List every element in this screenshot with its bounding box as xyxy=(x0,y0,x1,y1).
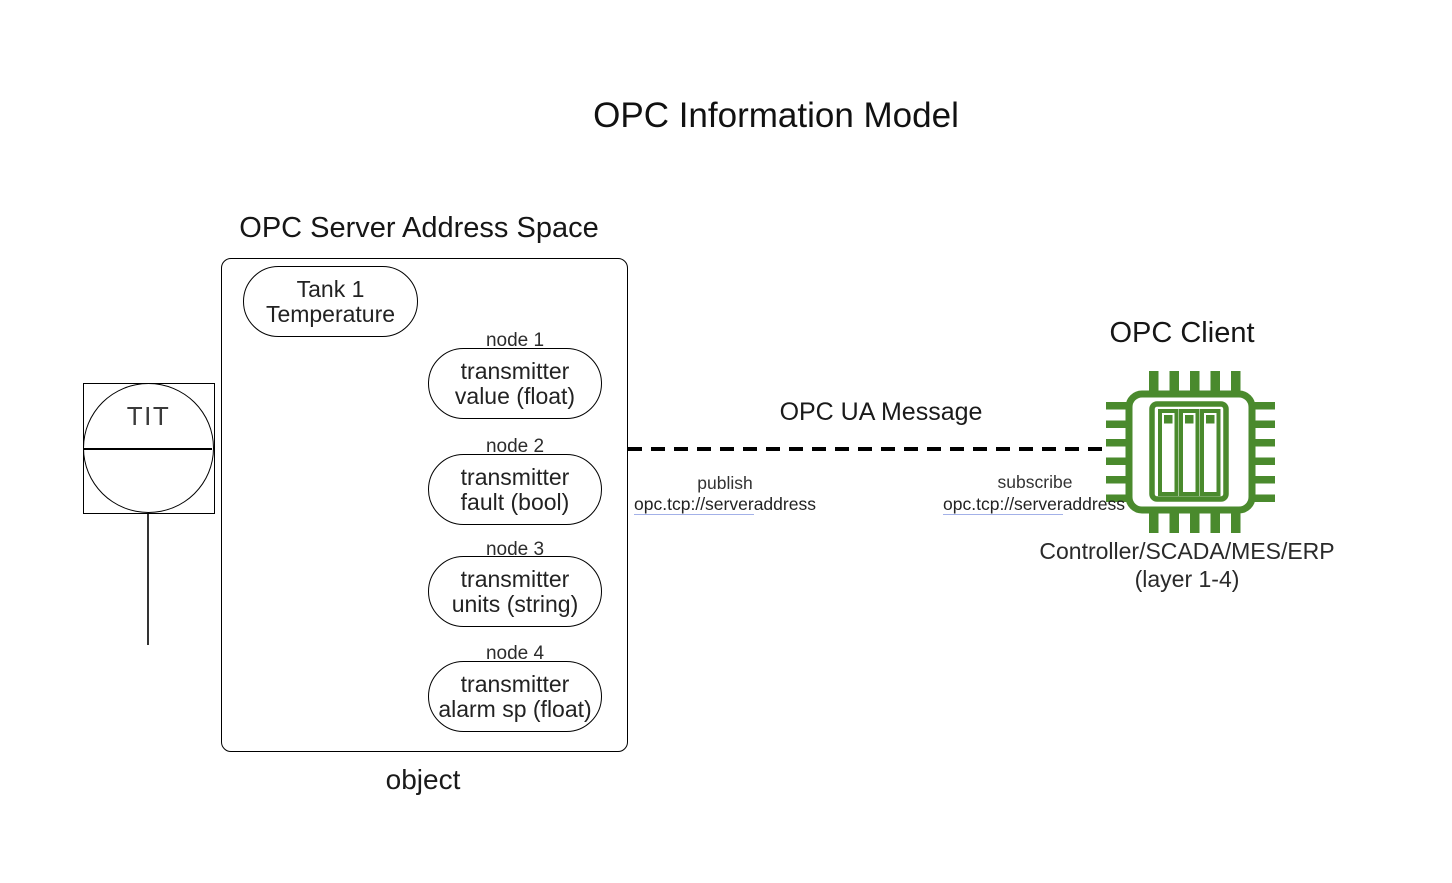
subscribe-url-rest: address xyxy=(1062,494,1125,514)
chip-core-dots xyxy=(1164,415,1215,424)
instrument-symbol: TIT xyxy=(83,383,215,514)
node-2-line2: fault (bool) xyxy=(460,488,570,515)
cpu-chip-icon xyxy=(1106,371,1275,533)
chip-pins xyxy=(1106,371,1275,533)
subscribe-url: opc.tcp://serveraddress xyxy=(934,494,1134,515)
node-3-oval: transmitter units (string) xyxy=(428,556,602,627)
node-3-label: node 3 xyxy=(485,539,545,560)
node-4-oval: transmitter alarm sp (float) xyxy=(428,661,602,732)
tank-temperature-node: Tank 1 Temperature xyxy=(243,266,418,337)
tank-node-line2: Temperature xyxy=(265,300,396,327)
node-4-line1: transmitter xyxy=(460,670,570,697)
node-2-oval: transmitter fault (bool) xyxy=(428,454,602,525)
chip-core-bars xyxy=(1158,409,1221,496)
object-label: object xyxy=(385,764,461,795)
node-2-label: node 2 xyxy=(485,436,545,457)
publish-url-link[interactable]: opc.tcp://server xyxy=(634,494,754,515)
subscribe-label: subscribe xyxy=(997,472,1073,492)
instrument-tag: TIT xyxy=(126,401,171,431)
node-3-line1: transmitter xyxy=(460,565,570,592)
node-3-line2: units (string) xyxy=(451,590,579,617)
node-2-line1: transmitter xyxy=(460,463,570,490)
server-address-space-title: OPC Server Address Space xyxy=(239,212,599,244)
client-caption-line2: (layer 1-4) xyxy=(1134,566,1240,592)
publish-label: publish xyxy=(697,473,753,493)
node-1-label: node 1 xyxy=(485,330,545,351)
node-1-oval: transmitter value (float) xyxy=(428,348,602,419)
opc-ua-message-label: OPC UA Message xyxy=(779,398,983,426)
node-1-line2: value (float) xyxy=(454,382,576,409)
page-title: OPC Information Model xyxy=(593,96,959,135)
subscribe-url-link[interactable]: opc.tcp://server xyxy=(943,494,1063,515)
node-4-label: node 4 xyxy=(485,643,545,664)
node-4-line2: alarm sp (float) xyxy=(438,695,592,722)
instrument-divider-line xyxy=(83,448,212,450)
publish-url-rest: address xyxy=(753,494,816,514)
publish-url: opc.tcp://serveraddress xyxy=(625,494,825,515)
client-caption-line1: Controller/SCADA/MES/ERP xyxy=(1039,538,1335,564)
opc-client-title: OPC Client xyxy=(1109,317,1255,349)
node-1-line1: transmitter xyxy=(460,357,570,384)
tank-node-line1: Tank 1 xyxy=(296,275,365,302)
